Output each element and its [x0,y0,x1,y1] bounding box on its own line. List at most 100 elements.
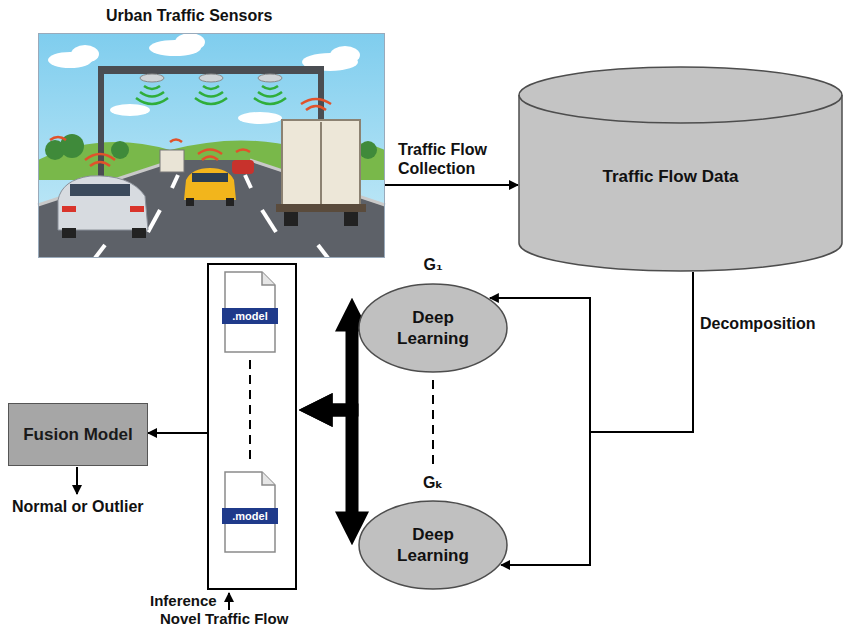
node-label: Deep Learning [376,524,490,566]
null [203,86,219,89]
dashed-ellipsis-line [432,380,434,468]
null [140,92,164,97]
null [262,210,276,232]
street-scene [192,173,228,182]
annotation-label: Novel Traffic Flow [160,610,288,628]
model-file-icon [222,272,278,352]
thick-double-arrow [319,410,352,525]
street-scene [184,168,236,200]
ellipse-outline [358,500,508,590]
null [301,99,331,104]
null [71,45,99,63]
model-file-icon [222,308,278,324]
thick-double-arrow [319,318,352,410]
null [199,74,223,82]
null [258,74,282,82]
fusion-box: Fusion Model [8,403,148,466]
cylinder-rim [519,95,842,123]
flow-arrow [385,184,518,186]
sensor-picture: Urban Traffic Sensors [38,33,385,258]
null [170,140,182,143]
street-scene [160,150,184,172]
null [199,92,223,97]
null [202,157,218,161]
null [90,162,110,166]
null [245,175,251,188]
street-scene [284,212,298,226]
street-scene [132,228,146,238]
null [258,92,282,97]
null [50,99,331,166]
deep-learning-ellipse: GₖDeep Learning [358,500,508,590]
model-file-icon [222,472,278,552]
null [172,175,178,188]
street-scene [226,198,234,206]
node-heading: Gₖ [358,473,508,492]
cylinder-body [519,67,842,271]
null [236,150,250,153]
flow-arrow [490,272,693,432]
null [48,33,360,124]
null [148,210,160,232]
null [175,33,205,51]
file-label: .model [222,508,278,524]
deep-learning-ellipse: G₁Deep Learning [358,283,508,373]
street-scene [186,198,194,206]
flow-arrow [501,272,693,565]
null [136,98,168,104]
null [50,137,66,140]
ellipse-outline [358,283,508,373]
null [238,112,282,124]
null [140,74,164,82]
dashed-ellipsis-line [249,360,251,464]
null [254,98,286,104]
null [144,86,160,89]
node-label: Fusion Model [23,424,133,445]
model-file-icon [262,472,275,485]
street-scene [276,204,366,212]
annotation-label: Normal or Outlier [12,497,144,516]
null [359,141,377,159]
street-scene [38,33,385,258]
output-arrow [228,593,230,610]
street-scene [62,228,76,238]
null [140,74,282,82]
null [306,106,326,110]
null [198,150,222,155]
edge-label: Traffic Flow Collection [398,140,513,178]
model-file-icon [222,508,278,524]
ellipse-outline [359,501,507,589]
node-heading: Urban Traffic Sensors [106,7,272,25]
database-cylinder: Traffic Flow Data [518,67,843,272]
model-store-box: .model.modelInference [207,263,297,590]
street-scene [38,33,385,258]
edge-label: Decomposition [700,314,816,333]
null [111,141,129,159]
flow-arrow [148,432,207,434]
node-heading: G₁ [358,256,508,274]
node-label: Traffic Flow Data [518,167,843,187]
null [110,104,150,116]
street-scene [344,212,358,226]
null [136,86,286,104]
street-scene [320,122,322,204]
street-scene [282,120,360,206]
street-scene [130,206,144,212]
node-heading: Inference [150,592,217,609]
null [318,245,328,258]
street-scene [62,206,76,212]
null [330,46,360,64]
model-file-icon [262,272,275,285]
node-label: Deep Learning [376,307,490,349]
street-scene [58,176,148,230]
street-scene [232,160,254,174]
street-scene [70,184,130,196]
null [262,86,278,89]
output-arrow [76,467,78,494]
ellipse-outline [359,284,507,372]
file-label: .model [222,308,278,324]
null [195,98,227,104]
null [98,66,324,74]
null [85,154,115,160]
